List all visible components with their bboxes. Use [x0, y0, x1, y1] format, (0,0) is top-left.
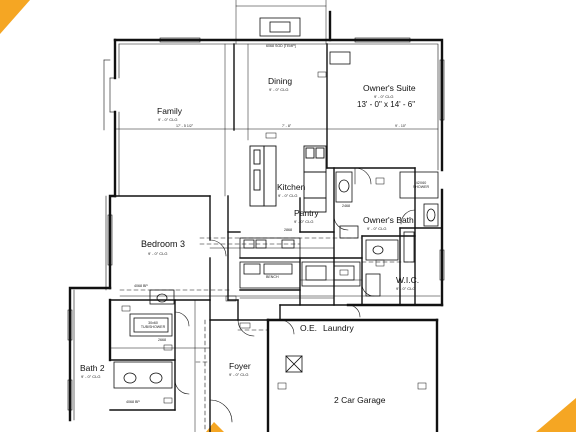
annotation-2468: 2468	[342, 204, 350, 208]
ceiling-label-family: 9' - 0" CLG	[158, 117, 178, 122]
annotation-bp1: 4068 BP	[134, 284, 148, 288]
room-label-pantry: Pantry	[294, 208, 319, 218]
misc-fixtures	[259, 17, 359, 373]
room-label-laundry: Laundry	[323, 323, 354, 333]
room-label-dining: Dining	[268, 76, 293, 86]
room-label-oe: O.E.	[300, 323, 318, 333]
room-label-kitchen: Kitchen	[277, 182, 306, 192]
annotation-dim-7: 7' - 8"	[282, 124, 292, 128]
annotation-bench: BENCH	[266, 275, 279, 279]
ceiling-label-owners-suite: 9' - 0" CLG	[374, 94, 394, 99]
corner-accent-top-left	[0, 0, 30, 34]
ceiling-label-kitchen: 9' - 0" CLG	[278, 193, 298, 198]
annotation-2868: 2868	[284, 228, 292, 232]
ceiling-label-bedroom3: 9' - 0" CLG	[148, 251, 168, 256]
counters	[239, 237, 361, 289]
annotation-dim-17: 17' - 5 1/2"	[176, 124, 194, 128]
room-label-foyer: Foyer	[229, 361, 251, 371]
annotation-bp2: 4068 BP	[126, 400, 140, 404]
ceiling-label-owners-bath: 9' - 0" CLG	[367, 226, 387, 231]
corner-accent-bottom-left	[206, 422, 224, 432]
ceiling-label-bath2: 9' - 0" CLG	[81, 374, 101, 379]
wall-inner-lines	[73, 43, 439, 421]
annotation-2668: 2668	[158, 338, 166, 342]
annotation-dim-9: 9' - 10"	[395, 124, 407, 128]
room-label-wic: W.I.C.	[396, 275, 420, 285]
room-label-garage: 2 Car Garage	[334, 395, 386, 405]
annotation-tub-shower: 30x60 TUB/SHOWER	[140, 321, 166, 329]
owners-bath-fixtures	[335, 171, 439, 297]
windows	[67, 37, 445, 411]
ceiling-label-pantry: 9' - 0" CLG	[294, 219, 314, 224]
room-label-family: Family	[157, 106, 183, 116]
ceiling-label-wic: 9' - 0" CLG	[396, 286, 416, 291]
room-label-owners-bath: Owner's Bath	[363, 215, 414, 225]
kitchen-island	[249, 145, 327, 213]
ceiling-label-dining: 9' - 0" CLG	[269, 87, 289, 92]
bath2-fixtures	[113, 289, 175, 389]
exterior-walls	[68, 10, 444, 432]
interior-walls	[109, 43, 443, 432]
corner-accent-bottom-right	[536, 398, 576, 432]
door-swings	[174, 167, 416, 423]
room-label-bath2: Bath 2	[80, 363, 105, 373]
code-boxes	[121, 71, 427, 404]
size-label-owners-suite: 13' - 0" x 14' - 6"	[357, 100, 416, 109]
dimension-lines	[109, 0, 441, 432]
annotation-shower: 42X60 SHOWER	[412, 181, 430, 189]
annotation-door-dining: 6068 SGD [TEMP]	[266, 44, 296, 48]
room-label-bedroom3: Bedroom 3	[141, 239, 186, 249]
room-label-owners-suite: Owner's Suite	[363, 83, 416, 93]
ceiling-label-foyer: 9' - 0" CLG	[229, 372, 249, 377]
